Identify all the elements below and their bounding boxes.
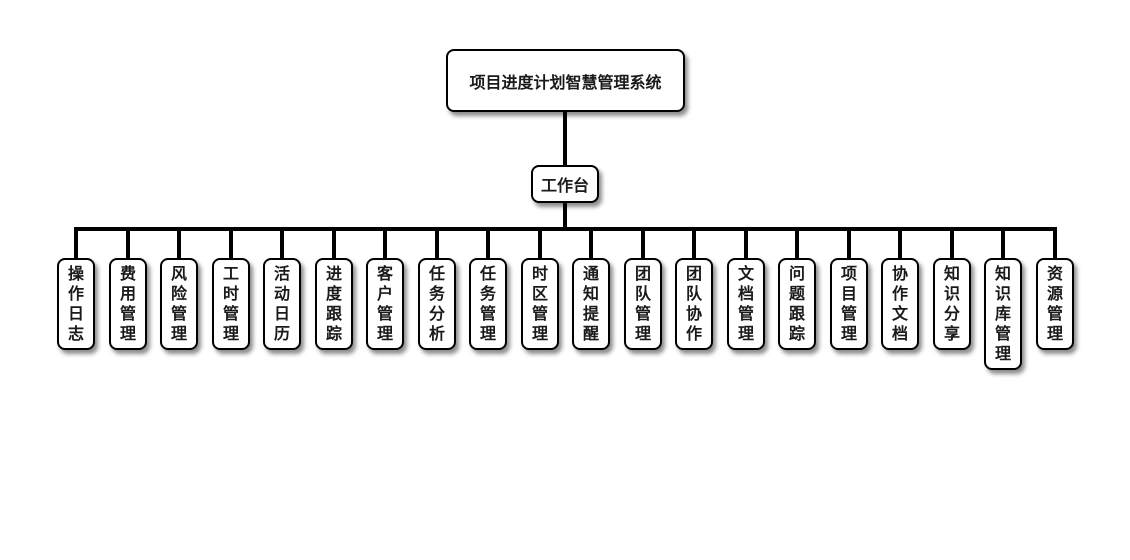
module-node-label: 费用管理: [119, 264, 136, 343]
module-node-label: 问题跟踪: [788, 264, 805, 343]
module-node[interactable]: 通知提醒: [572, 258, 610, 350]
hub-to-bus-connector: [563, 203, 567, 228]
module-node-label: 进度跟踪: [325, 264, 342, 343]
module-drop-connector: [280, 227, 284, 258]
module-drop-connector: [435, 227, 439, 258]
module-node[interactable]: 知识库管理: [984, 258, 1022, 370]
module-drop-connector: [74, 227, 78, 258]
module-drop-connector: [1001, 227, 1005, 258]
module-node[interactable]: 项目管理: [830, 258, 868, 350]
module-drop-connector: [898, 227, 902, 258]
module-drop-connector: [744, 227, 748, 258]
module-node-label: 知识分享: [943, 264, 960, 343]
module-node[interactable]: 文档管理: [727, 258, 765, 350]
module-node-label: 时区管理: [531, 264, 548, 343]
hub-node-label: 工作台: [540, 176, 589, 195]
module-node-label: 协作文档: [891, 264, 908, 343]
module-drop-connector: [589, 227, 593, 258]
module-drop-connector: [692, 227, 696, 258]
root-node[interactable]: 项目进度计划智慧管理系统: [446, 49, 685, 112]
module-node-label: 任务管理: [479, 264, 496, 343]
root-node-label: 项目进度计划智慧管理系统: [469, 72, 662, 92]
module-node-label: 团队协作: [685, 264, 702, 343]
module-drop-connector: [383, 227, 387, 258]
module-node[interactable]: 活动日历: [263, 258, 301, 350]
module-drop-connector: [950, 227, 954, 258]
module-node[interactable]: 工时管理: [212, 258, 250, 350]
module-node-label: 知识库管理: [994, 264, 1011, 363]
root-to-hub-connector: [563, 112, 567, 165]
module-drop-connector: [229, 227, 233, 258]
module-node[interactable]: 客户管理: [366, 258, 404, 350]
hub-node-workbench[interactable]: 工作台: [531, 165, 599, 203]
module-node[interactable]: 协作文档: [881, 258, 919, 350]
module-drop-connector: [486, 227, 490, 258]
module-node-label: 团队管理: [634, 264, 651, 343]
module-node-label: 风险管理: [170, 264, 187, 343]
module-node[interactable]: 费用管理: [109, 258, 147, 350]
module-node-label: 工时管理: [222, 264, 239, 343]
module-node-label: 活动日历: [273, 264, 290, 343]
module-drop-connector: [538, 227, 542, 258]
module-node[interactable]: 资源管理: [1036, 258, 1074, 350]
module-drop-connector: [847, 227, 851, 258]
module-node[interactable]: 任务管理: [469, 258, 507, 350]
module-node-label: 通知提醒: [582, 264, 599, 343]
module-drop-connector: [1053, 227, 1057, 258]
module-node-label: 客户管理: [376, 264, 393, 343]
module-drop-connector: [795, 227, 799, 258]
module-node[interactable]: 操作日志: [57, 258, 95, 350]
module-node-label: 任务分析: [428, 264, 445, 343]
module-node[interactable]: 进度跟踪: [315, 258, 353, 350]
module-drop-connector: [641, 227, 645, 258]
module-drop-connector: [332, 227, 336, 258]
module-node[interactable]: 风险管理: [160, 258, 198, 350]
module-node[interactable]: 团队管理: [624, 258, 662, 350]
module-node[interactable]: 知识分享: [933, 258, 971, 350]
module-node[interactable]: 时区管理: [521, 258, 559, 350]
horizontal-bus-connector: [74, 227, 1057, 231]
module-drop-connector: [177, 227, 181, 258]
module-node[interactable]: 团队协作: [675, 258, 713, 350]
module-node-label: 项目管理: [840, 264, 857, 343]
module-node-label: 操作日志: [67, 264, 84, 343]
module-drop-connector: [126, 227, 130, 258]
module-node-label: 资源管理: [1046, 264, 1063, 343]
module-node-label: 文档管理: [737, 264, 754, 343]
module-node[interactable]: 任务分析: [418, 258, 456, 350]
module-node[interactable]: 问题跟踪: [778, 258, 816, 350]
